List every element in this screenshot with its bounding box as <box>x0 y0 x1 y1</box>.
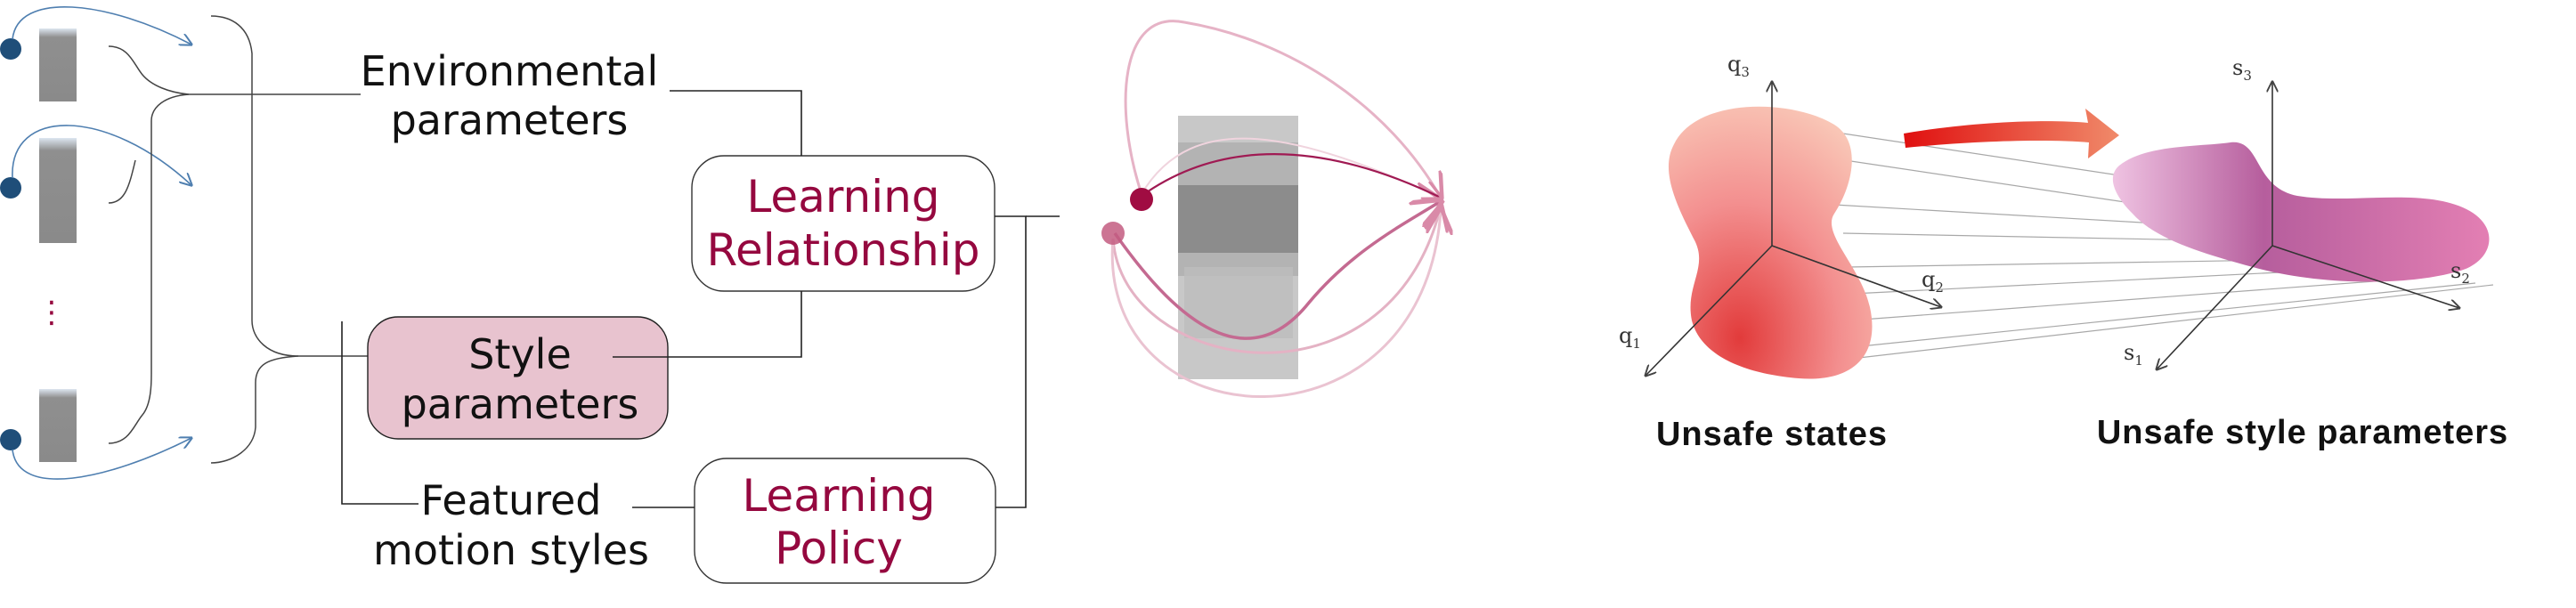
frame-3-arrow <box>12 438 191 480</box>
trajectory-illustration <box>1101 20 1441 398</box>
ellipsis: ⋮ <box>37 295 67 330</box>
learning-relationship-line2: Relationship <box>707 224 980 276</box>
style-parameters-box <box>367 316 669 440</box>
unsafe-style-shape <box>2112 142 2490 282</box>
bracket-lines <box>108 15 370 464</box>
frame-2-arrow <box>12 125 191 185</box>
frame-3-dot <box>0 429 21 450</box>
ghost-frame-lower <box>1184 267 1293 338</box>
style-parameters-line2: parameters <box>402 380 639 428</box>
motion-frame-1 <box>39 28 77 101</box>
connector-lines <box>341 90 1060 508</box>
unsafe-states-shape <box>1668 106 1873 379</box>
learning-policy-line2: Policy <box>775 523 903 574</box>
environmental-parameters-line2: parameters <box>391 96 629 144</box>
learning-policy-line1: Learning <box>742 470 935 522</box>
featured-motion-styles-node: Featured motion styles <box>373 476 649 574</box>
frame-1-dot <box>0 38 21 60</box>
q-axes <box>1646 82 1941 376</box>
learning-policy-node: Learning Policy <box>694 458 996 584</box>
motion-frame-2 <box>39 138 77 243</box>
environmental-parameters-line1: Environmental <box>361 47 659 95</box>
learning-relationship-node: Learning Relationship <box>691 155 995 292</box>
mapping-lines <box>1833 133 2494 361</box>
q2-label: q2 <box>1922 267 1944 296</box>
unsafe-style-caption: Unsafe style parameters <box>2097 414 2508 451</box>
learning-policy-box <box>694 458 996 584</box>
trajectory-start-dot-dark <box>1130 188 1153 211</box>
s-axes <box>2157 82 2459 369</box>
s2-label: s2 <box>2450 258 2470 287</box>
unsafe-states-caption: Unsafe states <box>1656 416 1888 453</box>
ghost-frame-dark <box>1178 185 1298 253</box>
frame-1-arrow <box>12 5 191 45</box>
s1-label: s1 <box>2124 340 2143 369</box>
learning-relationship-line1: Learning <box>746 171 939 223</box>
featured-motion-styles-line1: Featured <box>420 476 601 524</box>
style-parameters-line1: Style <box>468 330 572 378</box>
frame-2-dot <box>0 177 21 199</box>
environmental-parameters-node: Environmental parameters <box>361 47 659 144</box>
motion-frame-group: ⋮ <box>0 5 191 480</box>
mapping-arrow <box>1904 109 2119 158</box>
unsafe-mapping: q3 q2 q1 s3 s2 s1 Unsafe states Unsafe s… <box>1619 52 2508 453</box>
style-parameters-node: Style parameters <box>367 316 669 440</box>
q1-label: q1 <box>1619 323 1641 352</box>
learning-relationship-box <box>691 155 995 292</box>
s3-label: s3 <box>2232 55 2252 84</box>
q3-label: q3 <box>1727 52 1750 80</box>
featured-motion-styles-line2: motion styles <box>373 526 649 574</box>
motion-frame-3 <box>39 389 77 462</box>
trajectory-start-dot-light <box>1101 222 1125 245</box>
